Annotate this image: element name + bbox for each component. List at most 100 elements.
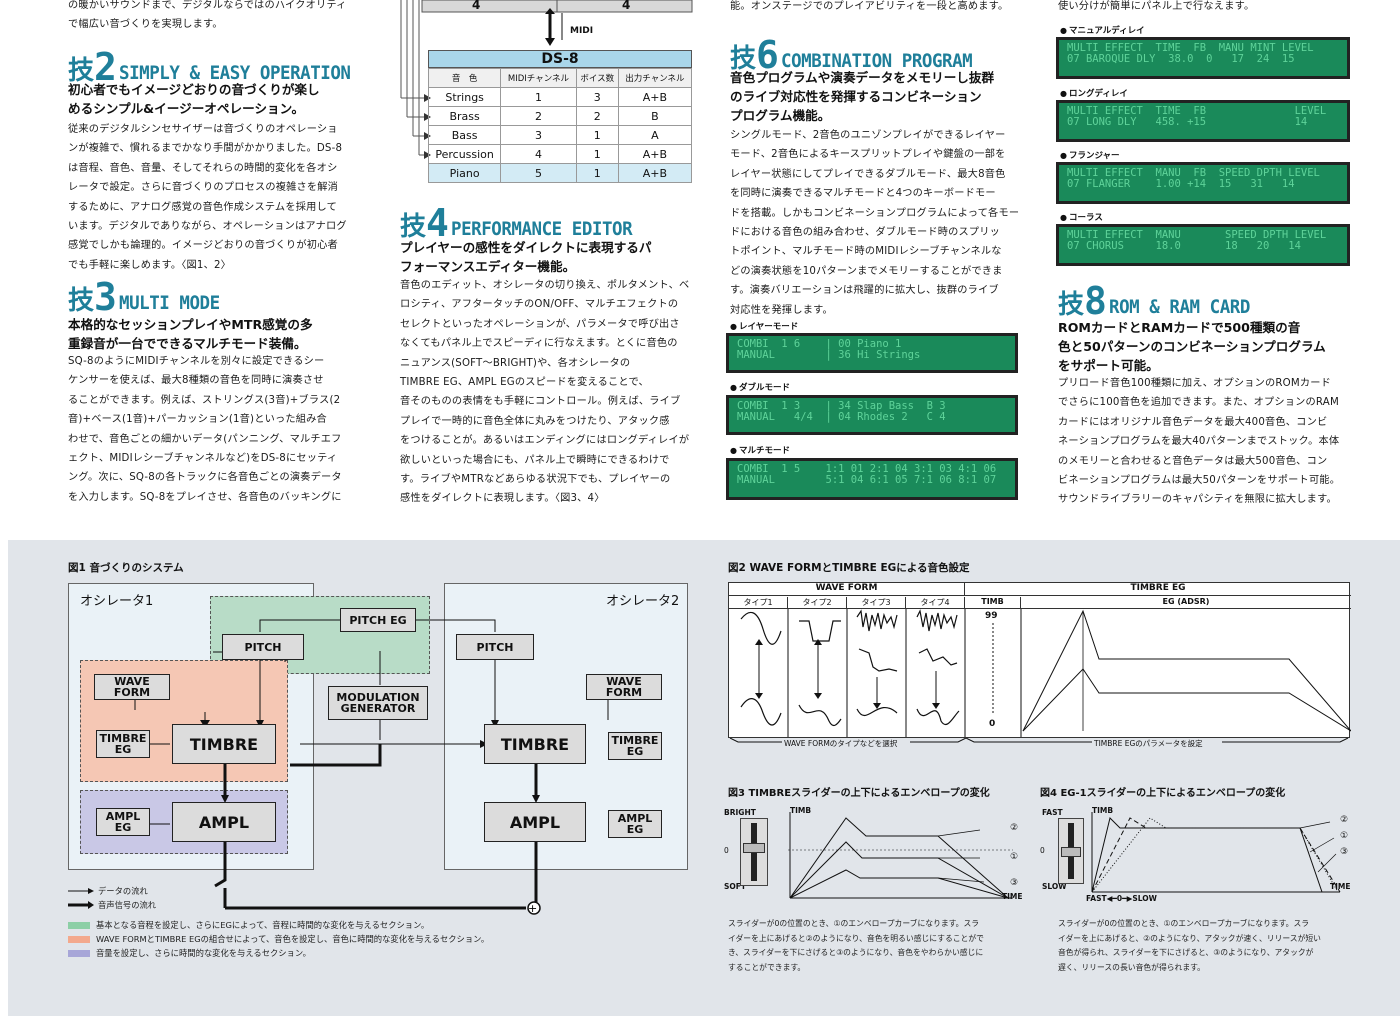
- fig4-time-label: TIME: [1330, 882, 1351, 891]
- fast-slow-axis-label: FAST◀━0━▶SLOW: [1086, 894, 1157, 903]
- timb-column-label: TIMB: [965, 597, 1021, 609]
- pitch-eg-box: PITCH EG: [340, 608, 416, 632]
- timb-max-label: 99: [985, 611, 998, 621]
- legend-data-flow: データの流れ: [98, 886, 148, 896]
- legend-swatch-red: [68, 935, 90, 943]
- type-3-label: タイプ3: [847, 597, 906, 608]
- top-cell-b: 4: [622, 0, 631, 12]
- wave-form-header: WAVE FORM: [729, 583, 965, 596]
- fig4-curve-1: ①: [1340, 831, 1349, 841]
- legend-red-text: WAVE FORMとTIMBRE EGの組合せによって、音色を設定し、音色に時間…: [96, 934, 490, 944]
- fig2-frame: WAVE FORM TIMBRE EG タイプ1 タイプ2 タイプ3 タイプ4 …: [728, 582, 1351, 738]
- wave-form-box-osc1: WAVE FORM: [94, 674, 170, 700]
- timbre-slider: [740, 818, 768, 886]
- type-4-label: タイプ4: [906, 597, 965, 608]
- section-4-body: 音色のエディット、オシレータの切り換え、ポルタメント、ベロシティ、アフタータッチ…: [400, 280, 690, 505]
- fig4-envelopes: [1091, 812, 1341, 893]
- fig2-caption: 図2 WAVE FORMとTIMBRE EGによる音色設定: [728, 562, 970, 574]
- curve-3-marker: ③: [1010, 878, 1019, 888]
- eg-slider-zero-label: 0: [1040, 846, 1045, 855]
- section-3-lead: 本格的なセッションプレイやMTR感覚の多重録音が一台でできるマルチモード装備。: [68, 317, 313, 351]
- type-1-label: タイプ1: [729, 597, 788, 608]
- section-2-body: 従来のデジタルシンセサイザーは音づくりのオペレーションが複雑で、慣れるまでかなり…: [68, 124, 347, 271]
- col1-intro: の暖かいサウンドまで、デジタルならではのハイクオリティ で幅広い音づくりを実現し…: [68, 0, 347, 31]
- wave-form-box-osc2: WAVE FORM: [586, 674, 662, 700]
- fig4-curve-2: ②: [1340, 815, 1349, 825]
- col4-intro: 使い分けが簡単にパネル上で行なえます。: [1058, 1, 1255, 12]
- fig2-waveforms: [740, 609, 1351, 737]
- timb-axis-label: TIMB: [790, 806, 812, 815]
- col3-intro: 能。オンステージでのプレイアビリティを一段と高めます。: [730, 1, 1009, 12]
- fast-label: FAST: [1042, 808, 1063, 817]
- fig4-caption: 図4 EG-1スライダーの上下によるエンベロープの変化: [1040, 788, 1286, 799]
- slow-label: SLOW: [1042, 882, 1067, 891]
- ampl-eg-box-osc1: AMPL EG: [96, 808, 150, 836]
- lcd-label: マニュアルディレイ: [1060, 24, 1145, 36]
- ds8-title: DS-8: [428, 50, 692, 68]
- routing-lines: [400, 0, 693, 159]
- fig2-foot-brackets: [729, 738, 1349, 743]
- eg1-slider: [1058, 818, 1084, 884]
- ampl-box-osc2: AMPL: [484, 802, 586, 842]
- timb-min-label: 0: [989, 719, 996, 729]
- ampl-box-osc1: AMPL: [172, 802, 276, 842]
- section-6-lead: 音色プログラムや演奏データをメモリーし抜群のライブ対応性を発揮するコンビネーショ…: [730, 70, 995, 123]
- timbre-eg-box-osc1: TIMBRE EG: [96, 730, 150, 758]
- top-cell-a: 4: [472, 0, 481, 12]
- timbre-box-osc2: TIMBRE: [484, 724, 586, 764]
- table-header: ボイス数: [575, 68, 619, 88]
- lcd-label: ダブルモード: [730, 381, 790, 393]
- midi-label: MIDI: [570, 26, 594, 36]
- adsr-label: EG (ADSR): [1021, 597, 1351, 609]
- legend-swatch-green: [68, 921, 90, 929]
- timbre-eg-header: TIMBRE EG: [965, 583, 1351, 596]
- table-header: 音 色: [427, 68, 502, 88]
- timbre-eg-box-osc2: TIMBRE EG: [608, 732, 662, 760]
- legend-swatch-blue: [68, 949, 90, 957]
- lcd-label: フランジャー: [1060, 149, 1120, 161]
- lcd-label: ロングディレイ: [1060, 87, 1128, 99]
- fig4-description: スライダーが0の位置のとき、①のエンベロープカーブになります。スライダーを上にあ…: [1058, 919, 1321, 972]
- oscillator-2-label: オシレータ2: [606, 594, 680, 609]
- pitch-box-osc1: PITCH: [222, 634, 304, 660]
- fig3-caption: 図3 TIMBREスライダーの上下によるエンベロープの変化: [728, 788, 990, 799]
- section-8-body: プリロード音色100種類に加え、オプションのROMカードでさらに100音色を追加…: [1058, 378, 1341, 506]
- curve-2-marker: ②: [1010, 823, 1019, 833]
- legend-audio-flow: 音声信号の流れ: [98, 900, 157, 910]
- timbre-box-osc1: TIMBRE: [172, 724, 276, 764]
- fig2-foot-right: TIMBRE EGのパラメータを設定: [1094, 739, 1203, 748]
- soft-label: SOFT: [724, 882, 747, 891]
- pitch-box-osc2: PITCH: [456, 634, 534, 660]
- lcd-label: レイヤーモード: [730, 320, 798, 332]
- fig4-timb-label: TIMB: [1092, 806, 1114, 815]
- fig3-envelopes: [788, 812, 1013, 899]
- legend-green-text: 基本となる音程を設定し、さらにEGによって、音程に時間的な変化を与えるセクション…: [96, 920, 430, 930]
- bright-label: BRIGHT: [724, 808, 756, 817]
- fig3-description: スライダーが0の位置のとき、①のエンベロープカーブになります。スライダーを上にあ…: [728, 919, 984, 972]
- curve-1-marker: ①: [1010, 852, 1019, 862]
- legend-blue-text: 音量を設定し、さらに時間的な変化を与えるセクション。: [96, 948, 311, 958]
- fig1-legend: データの流れ 音声信号の流れ 基本となる音程を設定し、さらにEGによって、音程に…: [68, 884, 489, 960]
- lcd-label: マルチモード: [730, 444, 790, 456]
- slider-zero-label: 0: [724, 846, 729, 855]
- ampl-eg-box-osc2: AMPL EG: [608, 810, 662, 838]
- ds8-routing-diagram: 4 4 MIDI DS-8 音 色 MIDIチャンネル ボイス数 出力チャンネル…: [382, 0, 694, 190]
- section-3-body: SQ-8のようにMIDIチャンネルを別々に設定できるシーケンサーを使えば、最大8…: [68, 356, 342, 503]
- lcd-label: コーラス: [1060, 211, 1103, 223]
